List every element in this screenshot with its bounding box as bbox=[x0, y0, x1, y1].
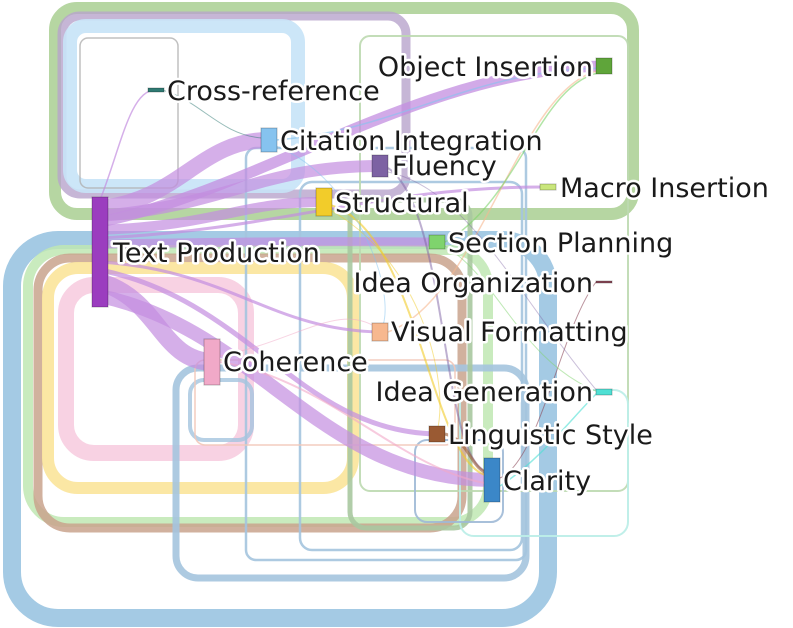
label-object-insertion: Object Insertion bbox=[378, 52, 593, 83]
link-text-production-to-coherence bbox=[97, 273, 213, 371]
link-idea-gen-to-clarity bbox=[499, 391, 599, 487]
label-idea-organization: Idea Organization bbox=[354, 268, 593, 299]
flow-links bbox=[97, 60, 604, 487]
loop-linguistic-style bbox=[33, 253, 467, 533]
link-citation-to-object bbox=[275, 67, 604, 141]
link-section-to-object bbox=[444, 71, 604, 243]
node-citation-integration[interactable] bbox=[260, 127, 278, 153]
loop-idea-generation bbox=[459, 389, 629, 537]
loop-cross-reference bbox=[79, 37, 179, 189]
link-text-production-to-visual-formatting bbox=[99, 260, 381, 334]
label-section-planning: Section Planning bbox=[448, 228, 673, 259]
label-coherence: Coherence bbox=[223, 347, 368, 378]
link-text-production-to-clarity bbox=[98, 289, 493, 487]
node-fluency[interactable] bbox=[371, 154, 389, 178]
node-macro-insertion[interactable] bbox=[539, 183, 557, 191]
link-thin-2 bbox=[387, 171, 599, 393]
node-linguistic-style[interactable] bbox=[428, 425, 446, 443]
label-structural: Structural bbox=[335, 188, 469, 219]
link-text-production-to-fluency bbox=[99, 160, 381, 222]
label-idea-generation: Idea Generation bbox=[376, 377, 593, 408]
node-text-production[interactable] bbox=[91, 196, 109, 308]
node-idea-organization[interactable] bbox=[595, 280, 613, 284]
link-coherence-to-clarity bbox=[219, 361, 491, 485]
label-macro-insertion: Macro Insertion bbox=[560, 173, 769, 204]
link-structural-to-clarity bbox=[329, 204, 491, 477]
label-fluency: Fluency bbox=[392, 151, 497, 182]
link-idea-org-to-clarity bbox=[499, 281, 597, 479]
node-coherence[interactable] bbox=[203, 338, 221, 386]
loop-coherence-inner bbox=[188, 378, 254, 442]
node-idea-generation[interactable] bbox=[595, 388, 613, 396]
link-thin-1 bbox=[329, 209, 441, 433]
loop-section-planning bbox=[23, 245, 493, 527]
label-text-production: Text Production bbox=[112, 238, 320, 269]
node-clarity[interactable] bbox=[483, 457, 501, 503]
label-clarity: Clarity bbox=[503, 466, 591, 497]
label-cross-reference: Cross-reference bbox=[167, 76, 380, 107]
link-text-production-to-linguistic-style bbox=[99, 267, 438, 437]
loop-structural bbox=[42, 262, 359, 494]
link-text-production-to-structural bbox=[99, 197, 323, 235]
node-section-planning[interactable] bbox=[428, 234, 446, 250]
loop-citation-integration bbox=[63, 19, 305, 193]
nodes bbox=[91, 57, 613, 503]
label-citation-integration: Citation Integration bbox=[280, 126, 543, 157]
node-structural[interactable] bbox=[315, 187, 333, 217]
link-thin-4 bbox=[444, 245, 599, 393]
loop-fluency bbox=[298, 180, 524, 552]
loop-citation-inner bbox=[244, 146, 528, 562]
label-visual-formatting: Visual Formatting bbox=[391, 317, 628, 348]
node-visual-formatting[interactable] bbox=[371, 322, 389, 342]
loop-structural-inner bbox=[347, 197, 473, 531]
link-text-production-to-section-planning bbox=[99, 237, 438, 249]
link-visual-to-object bbox=[387, 69, 604, 333]
link-thin-5 bbox=[219, 318, 381, 357]
node-labels: Text Production Cross-reference Citation… bbox=[110, 50, 772, 500]
link-text-production-to-citation-integration bbox=[99, 132, 269, 216]
link-thin-3 bbox=[275, 145, 386, 333]
link-text-production-to-cross-reference bbox=[99, 89, 156, 201]
label-linguistic-style: Linguistic Style bbox=[448, 420, 653, 451]
loop-object-insertion bbox=[49, 2, 639, 220]
node-object-insertion[interactable] bbox=[595, 57, 613, 75]
node-cross-reference[interactable] bbox=[147, 87, 165, 93]
link-cross-ref-to-citation bbox=[161, 89, 263, 139]
